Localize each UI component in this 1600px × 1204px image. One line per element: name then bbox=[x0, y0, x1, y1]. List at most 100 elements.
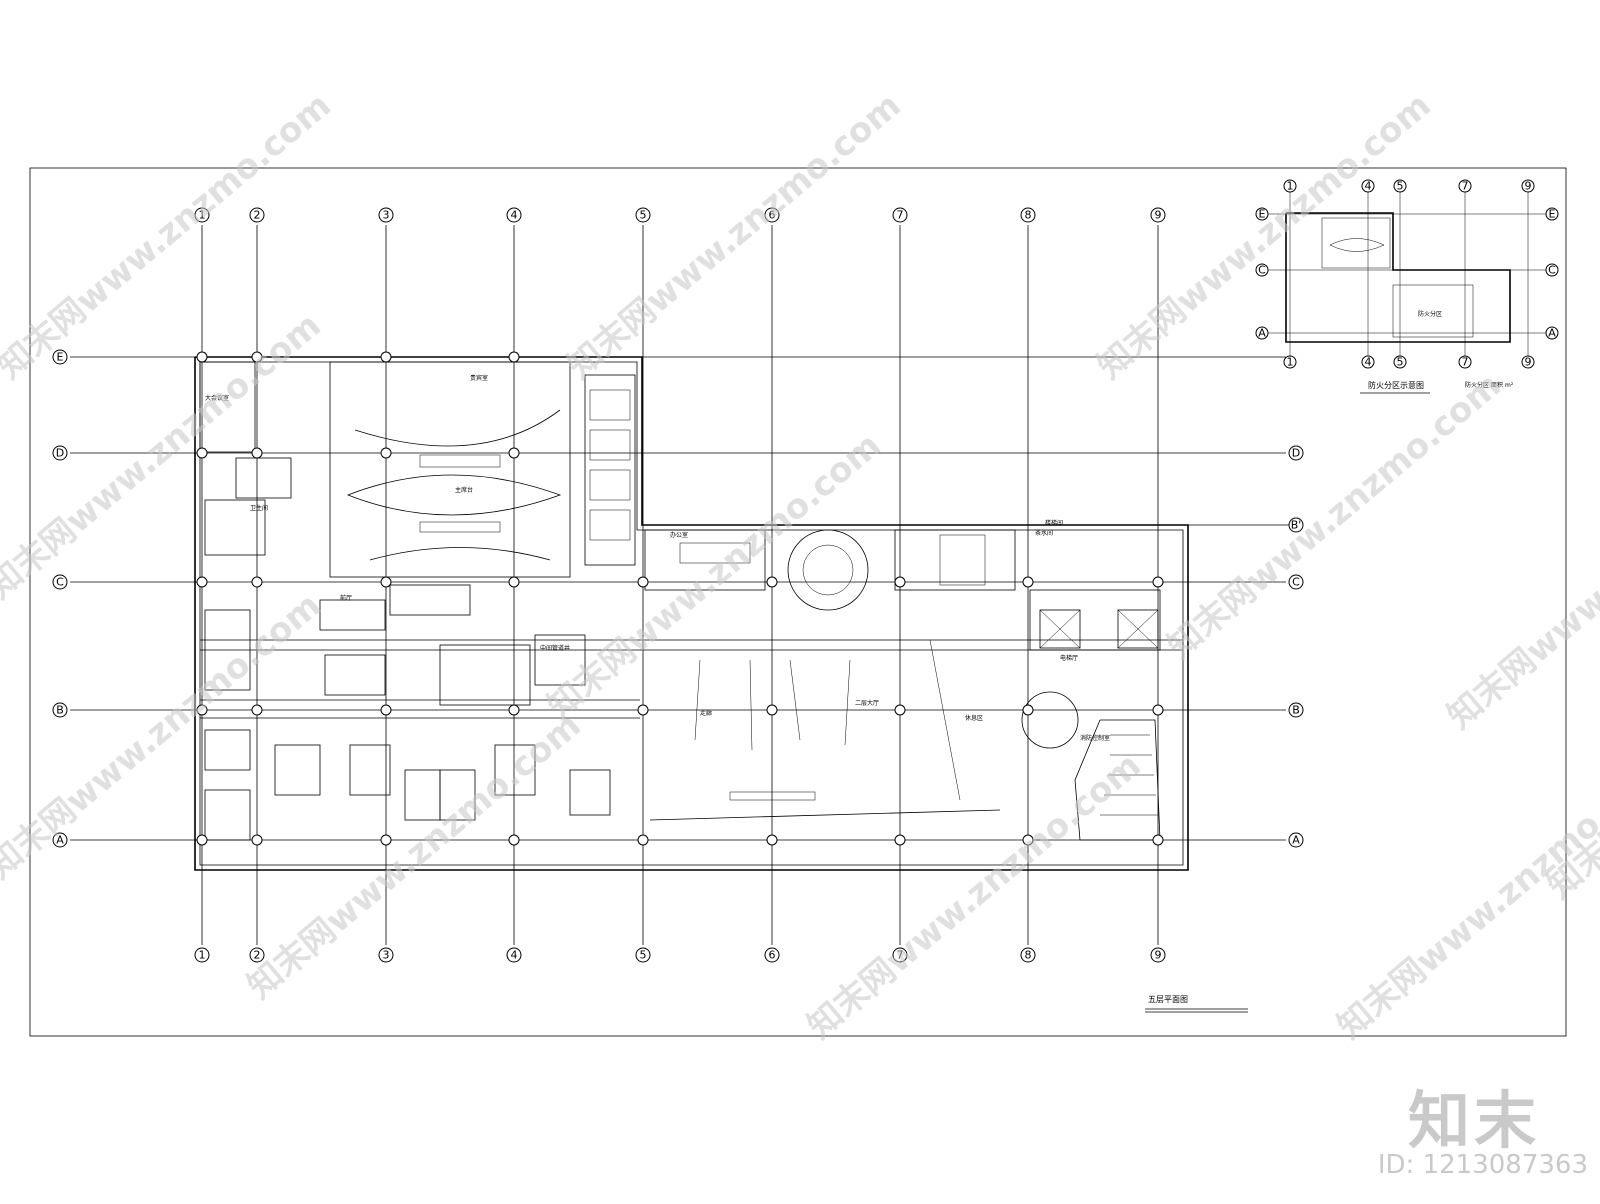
column-marker bbox=[637, 834, 649, 846]
svg-text:D: D bbox=[1292, 447, 1300, 460]
column-marker bbox=[196, 351, 208, 363]
grid-bubble-bottom-1: 1 bbox=[194, 947, 210, 963]
svg-text:5: 5 bbox=[1397, 356, 1404, 369]
grid-bubble-right-D: D bbox=[1288, 445, 1304, 461]
column-marker bbox=[508, 447, 520, 459]
grid-bubble-bottom-9: 9 bbox=[1150, 947, 1166, 963]
grid-bubble-left-B: B bbox=[52, 702, 68, 718]
column-marker bbox=[894, 576, 906, 588]
svg-text:4: 4 bbox=[511, 209, 518, 222]
room-labels: 大会议室贵宾室主席台前厅办公室走廊电梯厅中间管道井楼梯间卫生间茶水间消防控制室二… bbox=[205, 374, 1110, 742]
grid-bubble-bottom-3: 3 bbox=[378, 947, 394, 963]
room-label: 主席台 bbox=[455, 486, 473, 494]
column-marker bbox=[251, 704, 263, 716]
column-marker bbox=[508, 834, 520, 846]
column-marker bbox=[251, 351, 263, 363]
interior-walls bbox=[199, 361, 1183, 841]
svg-text:1: 1 bbox=[199, 949, 206, 962]
grid-bubble-bottom-5: 5 bbox=[635, 947, 651, 963]
inset-bubble-top-7: 7 bbox=[1458, 179, 1472, 193]
svg-text:1: 1 bbox=[1287, 180, 1294, 193]
grid-bubble-top-5: 5 bbox=[635, 207, 651, 223]
watermark-text: 知末网www.znzmo.com bbox=[1160, 365, 1509, 667]
svg-text:A: A bbox=[56, 834, 64, 847]
sheet-frame bbox=[29, 167, 1567, 1037]
svg-text:5: 5 bbox=[640, 949, 647, 962]
inset-bubble-top-5: 5 bbox=[1393, 179, 1407, 193]
inset-bubble-right-C: C bbox=[1545, 263, 1559, 277]
brand-watermark: 知末 bbox=[1407, 1084, 1540, 1157]
svg-text:5: 5 bbox=[1397, 180, 1404, 193]
watermark-text: 知末网www.znzmo.com bbox=[560, 85, 909, 387]
column-marker bbox=[251, 447, 263, 459]
svg-text:3: 3 bbox=[383, 949, 390, 962]
building-outline bbox=[194, 356, 1189, 871]
svg-text:C: C bbox=[1548, 264, 1556, 277]
grid-bubble-right-B: B bbox=[1288, 702, 1304, 718]
inset-bubble-bottom-4: 4 bbox=[1361, 355, 1375, 369]
grid-bubble-bottom-4: 4 bbox=[506, 947, 522, 963]
column-marker bbox=[508, 704, 520, 716]
column-marker bbox=[508, 576, 520, 588]
watermark-text: 知末网www.znzmo.com bbox=[540, 425, 889, 727]
svg-text:4: 4 bbox=[511, 949, 518, 962]
column-marker bbox=[1152, 704, 1164, 716]
inset-bubble-bottom-1: 1 bbox=[1283, 355, 1297, 369]
grid-bubble-top-6: 6 bbox=[764, 207, 780, 223]
inset-bubble-top-1: 1 bbox=[1283, 179, 1297, 193]
room-label: 大会议室 bbox=[205, 394, 229, 402]
room-label: 走廊 bbox=[700, 709, 712, 717]
room-label: 前厅 bbox=[340, 594, 352, 602]
column-marker bbox=[380, 351, 392, 363]
plan-title-block: 五层平面图 bbox=[1145, 995, 1248, 1013]
watermark-text: 知末网www.znzmo.com bbox=[1440, 435, 1600, 737]
watermark-text: 知末网www.znzmo.com bbox=[800, 745, 1149, 1047]
grid-bubble-left-C: C bbox=[52, 574, 68, 590]
column-marker bbox=[380, 447, 392, 459]
svg-text:2: 2 bbox=[254, 209, 261, 222]
inset-area-unit: m² bbox=[1505, 382, 1514, 389]
column-marker bbox=[894, 704, 906, 716]
svg-text:A: A bbox=[1258, 327, 1266, 340]
inset-zone-label: 防火分区 bbox=[1418, 310, 1442, 318]
room-label: 办公室 bbox=[670, 531, 688, 539]
svg-text:9: 9 bbox=[1155, 949, 1162, 962]
svg-text:8: 8 bbox=[1025, 209, 1032, 222]
column-marker bbox=[1022, 704, 1034, 716]
grid-bubble-right-A: A bbox=[1288, 832, 1304, 848]
column-marker bbox=[196, 704, 208, 716]
column-marker bbox=[766, 834, 778, 846]
structural-columns bbox=[196, 351, 1164, 846]
svg-text:6: 6 bbox=[769, 949, 776, 962]
grid-bubble-top-4: 4 bbox=[506, 207, 522, 223]
inset-bubble-bottom-7: 7 bbox=[1458, 355, 1472, 369]
room-label: 楼梯间 bbox=[1045, 519, 1063, 527]
column-marker bbox=[1022, 834, 1034, 846]
svg-text:B': B' bbox=[1291, 519, 1302, 532]
column-marker bbox=[251, 576, 263, 588]
svg-text:D: D bbox=[56, 447, 64, 460]
inset-bubble-left-A: A bbox=[1255, 326, 1269, 340]
svg-text:2: 2 bbox=[254, 949, 261, 962]
room-label: 中间管道井 bbox=[540, 644, 570, 652]
svg-text:A: A bbox=[1292, 834, 1300, 847]
watermark-text: 知末网www.znzmo.com bbox=[0, 585, 329, 887]
svg-text:9: 9 bbox=[1525, 180, 1532, 193]
grid-bubble-top-2: 2 bbox=[249, 207, 265, 223]
column-marker bbox=[380, 704, 392, 716]
grid-bubble-top-9: 9 bbox=[1150, 207, 1166, 223]
svg-text:8: 8 bbox=[1025, 949, 1032, 962]
column-marker bbox=[637, 704, 649, 716]
room-label: 贵宾室 bbox=[470, 374, 488, 382]
grid-bubble-left-D: D bbox=[52, 445, 68, 461]
svg-text:B: B bbox=[56, 704, 64, 717]
grid-bubble-right-C: C bbox=[1288, 574, 1304, 590]
inset-bubble-top-9: 9 bbox=[1521, 179, 1535, 193]
svg-text:4: 4 bbox=[1365, 356, 1372, 369]
column-marker bbox=[1152, 834, 1164, 846]
svg-text:9: 9 bbox=[1155, 209, 1162, 222]
svg-text:7: 7 bbox=[897, 209, 904, 222]
svg-text:E: E bbox=[57, 351, 64, 364]
